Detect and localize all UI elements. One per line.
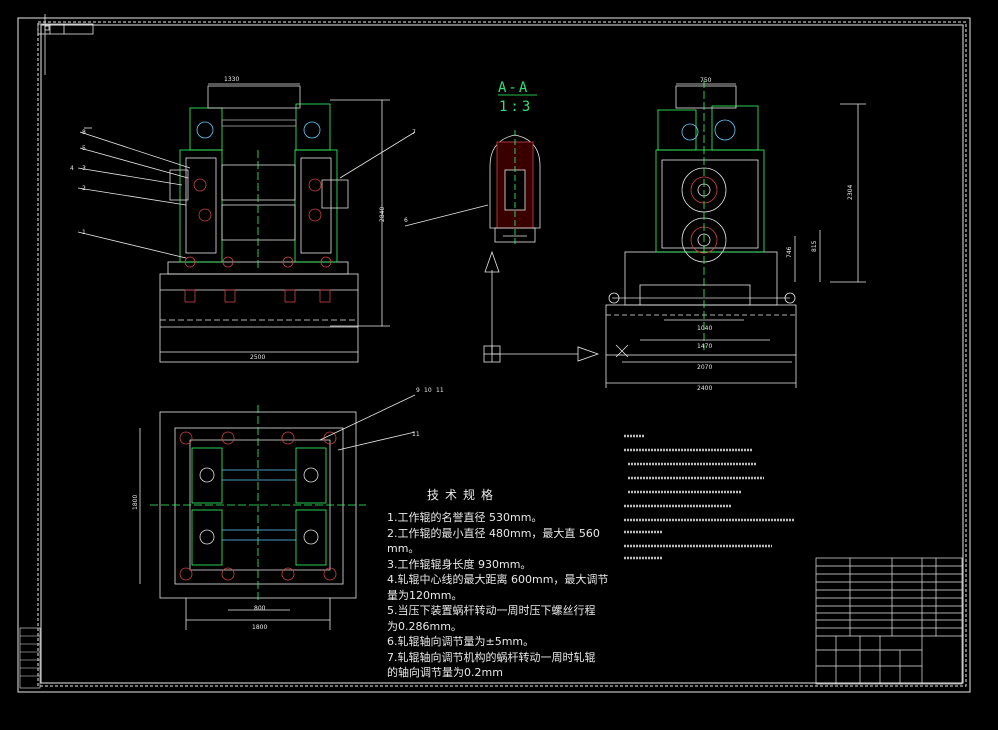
dim-side-w4: 2400 xyxy=(697,385,712,392)
tech-spec-line: 的轴向调节量为0.2mm xyxy=(387,666,503,679)
tech-spec-line: mm。 xyxy=(387,542,420,555)
tech-spec-line: 7.轧辊轴向调节机构的蜗杆转动一周时轧辊 xyxy=(387,650,596,664)
tech-spec-line: 4.轧辊中心线的最大距离 600mm，最大调节 xyxy=(387,573,609,586)
dim-side-top: 750 xyxy=(700,77,712,84)
plan-view xyxy=(139,394,416,630)
dim-plan-inner: 800 xyxy=(254,605,266,612)
dim-side-height: 2304 xyxy=(847,185,854,200)
dim-side-h3: 746 xyxy=(786,246,793,258)
revision-strip xyxy=(19,627,41,689)
tech-spec-line: 量为120mm。 xyxy=(387,588,463,602)
dim-side-w2: 1470 xyxy=(697,343,712,350)
drawing-frame xyxy=(17,17,971,693)
part-label-1: 1 xyxy=(82,229,86,236)
tech-spec-line: 2.工作辊的最小直径 480mm，最大直 560 xyxy=(387,526,600,540)
dim-plan-left: 1800 xyxy=(132,495,139,510)
part-label-11b: 11 xyxy=(412,431,420,438)
front-view xyxy=(77,83,416,363)
section-view xyxy=(404,94,600,363)
tech-spec-line: 3.工作辊辊身长度 930mm。 xyxy=(387,557,532,571)
dimension-labels: 1330 2500 2840 750 2304 815 746 1040 147… xyxy=(70,76,854,631)
part-label-9: 9 xyxy=(416,387,420,394)
part-label-4: 4 xyxy=(70,165,74,172)
tech-spec-title: 技术规格 xyxy=(427,488,500,502)
part-label-7: 7 xyxy=(412,129,416,136)
tech-spec-line: 1.工作辊的名誉直径 530mm。 xyxy=(387,511,543,524)
dim-plan-bottom: 1800 xyxy=(252,624,267,631)
part-label-8: 8 xyxy=(82,129,86,136)
part-label-10: 10 xyxy=(424,387,432,394)
corner-stamp xyxy=(37,14,94,75)
part-label-6: 6 xyxy=(404,217,408,224)
dim-front-bottom: 2500 xyxy=(250,354,265,361)
part-label-5: 5 xyxy=(82,145,86,152)
title-block xyxy=(815,557,963,685)
part-label-3: 3 xyxy=(82,165,86,172)
tech-spec-list: 1.工作辊的名誉直径 530mm。 2.工作辊的最小直径 480mm，最大直 5… xyxy=(387,510,637,681)
dim-front-top: 1330 xyxy=(224,76,239,83)
tech-spec-line: 5.当压下装置蜗杆转动一周时压下螺丝行程 xyxy=(387,604,596,617)
side-view xyxy=(605,80,866,388)
dim-front-height: 2840 xyxy=(379,207,386,222)
part-label-11: 11 xyxy=(436,387,444,394)
dim-side-h2: 815 xyxy=(811,240,818,252)
tech-spec-line: 6.轧辊轴向调节量为±5mm。 xyxy=(387,635,535,648)
dim-side-w1: 1040 xyxy=(697,325,712,332)
section-view-scale: 1:3 xyxy=(499,99,534,115)
part-label-2: 2 xyxy=(82,185,86,192)
section-view-label: A-A xyxy=(498,80,530,96)
dim-side-w3: 2070 xyxy=(697,364,712,371)
technical-notes-block xyxy=(624,434,794,560)
tech-spec-line: 为0.286mm。 xyxy=(387,619,462,633)
